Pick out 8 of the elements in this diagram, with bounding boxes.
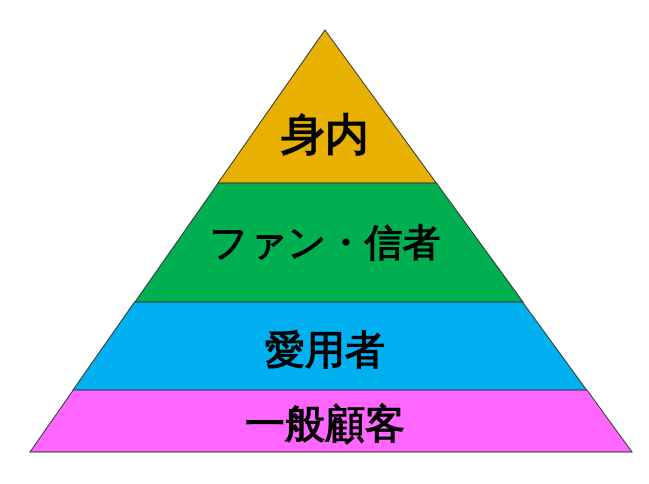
pyramid-tier <box>218 30 436 183</box>
tier-label: 愛用者 <box>264 326 385 376</box>
pyramid-tier <box>134 183 523 302</box>
tier-label: 身内 <box>280 108 369 162</box>
pyramid-tier <box>73 302 587 390</box>
tier-label: 一般顧客 <box>245 400 405 450</box>
tier-label: ファン・信者 <box>209 220 440 266</box>
pyramid-tier <box>30 390 632 452</box>
